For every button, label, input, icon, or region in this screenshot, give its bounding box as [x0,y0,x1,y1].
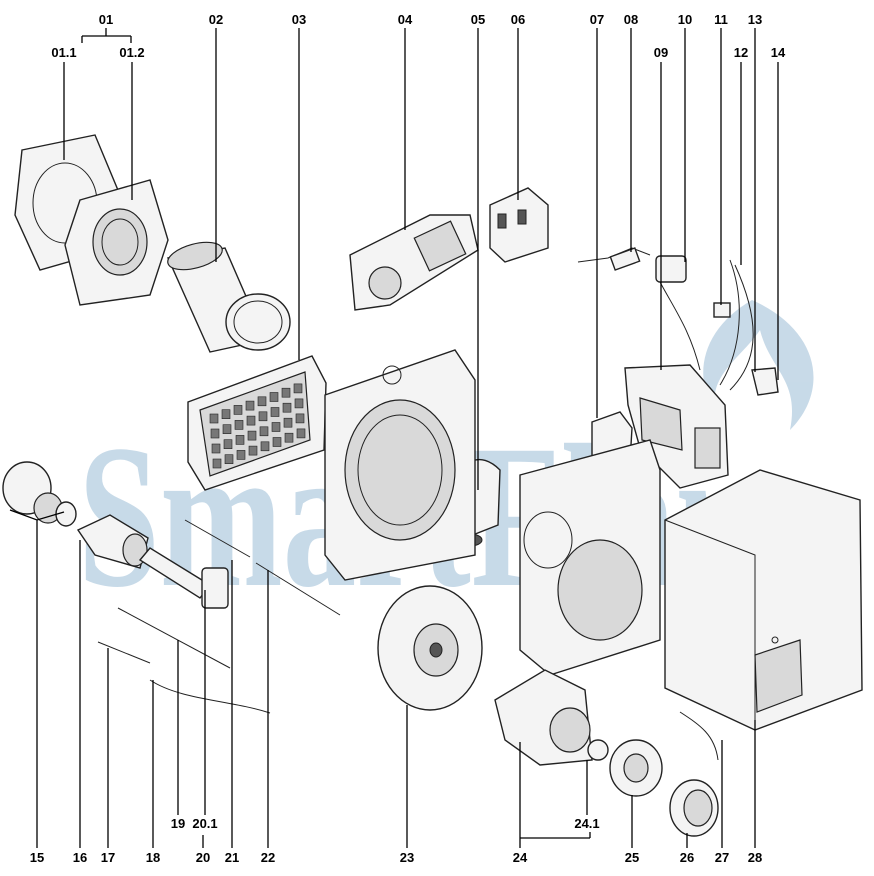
callout-19: 19 [171,816,185,831]
callout-17: 17 [101,850,115,865]
callout-25: 25 [625,850,639,865]
callout-15: 15 [30,850,44,865]
callout-02: 02 [209,12,223,27]
callout-11: 11 [714,12,728,27]
part-motor [494,669,609,766]
part-fan-wheel [377,585,483,711]
callout-10: 10 [678,12,692,27]
part-electrodes-and-lines [97,519,341,714]
leader-lines [9,28,779,848]
part-mounting-plate [519,439,661,676]
callout-labels-bottom: 15 16 17 18 19 20.1 20 21 22 23 24 24.1 … [30,816,762,865]
callout-26: 26 [680,850,694,865]
part-air-damper-servo [349,214,479,311]
callout-24: 24 [513,850,528,865]
callout-04: 04 [398,12,413,27]
callout-05: 05 [471,12,485,27]
part-cable-08 [577,247,651,271]
callout-01-2: 01.2 [119,45,144,60]
part-solenoid-coil [655,255,701,371]
callout-01: 01 [99,12,113,27]
callout-12: 12 [734,45,748,60]
callout-13: 13 [748,12,762,27]
callout-01-1: 01.1 [51,45,76,60]
part-line-27 [679,711,719,761]
callout-14: 14 [771,45,786,60]
part-ignition-transformer [489,187,549,263]
flame-icon [703,300,814,430]
callout-28: 28 [748,850,762,865]
callout-labels-top: 01 01.1 01.2 02 03 04 05 06 07 08 09 10 … [51,12,786,60]
part-fan-housing [324,349,476,581]
callout-18: 18 [146,850,160,865]
callout-09: 09 [654,45,668,60]
part-blast-tube [166,241,291,353]
part-burner-cover [664,469,863,731]
leader-line [9,509,65,848]
callout-21: 21 [225,850,239,865]
callout-27: 27 [715,850,729,865]
callout-24-1: 24.1 [574,816,599,831]
part-nozzle-holder [76,514,149,569]
callout-08: 08 [624,12,638,27]
callout-20: 20 [196,850,210,865]
callout-07: 07 [590,12,604,27]
callout-23: 23 [400,850,414,865]
part-wiring-11-14 [713,259,779,396]
callout-06: 06 [511,12,525,27]
callout-16: 16 [73,850,87,865]
callout-20-1: 20.1 [192,816,217,831]
part-air-grille [187,355,327,491]
callout-03: 03 [292,12,306,27]
leader-line [81,28,132,43]
part-flange [64,179,169,306]
part-pump-flange [609,739,663,797]
leader-line [519,742,591,848]
part-diffuser-disc [2,461,77,527]
callout-22: 22 [261,850,275,865]
part-pump [669,779,719,837]
